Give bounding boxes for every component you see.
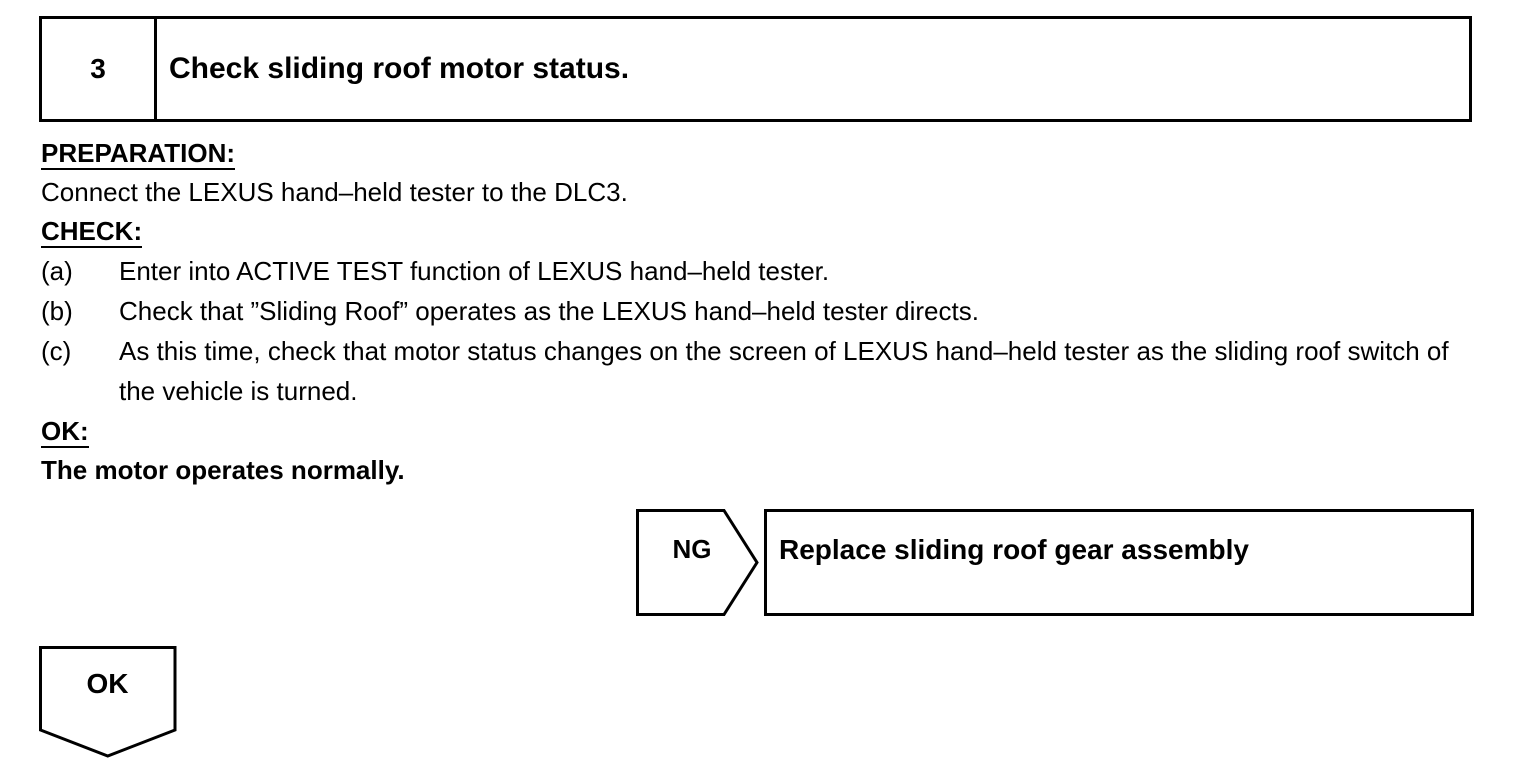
check-item-label: (a) xyxy=(41,256,73,286)
check-heading: CHECK: xyxy=(41,216,143,248)
preparation-text: Connect the LEXUS hand–held tester to th… xyxy=(41,177,628,207)
check-heading-text: CHECK: xyxy=(41,216,143,248)
ng-arrow-shape xyxy=(636,509,759,616)
check-item-text: Check that ”Sliding Roof” operates as th… xyxy=(119,296,979,326)
ok-flow-tag: OK xyxy=(39,646,179,758)
check-item-text: Enter into ACTIVE TEST function of LEXUS… xyxy=(119,256,830,286)
preparation-heading-text: PREPARATION: xyxy=(41,138,236,170)
ok-label: OK xyxy=(86,668,129,699)
ok-heading: OK: xyxy=(41,416,89,448)
check-item-label: (c) xyxy=(41,336,72,366)
ok-spec-text: The motor operates normally. xyxy=(41,455,405,485)
ng-label: NG xyxy=(672,533,712,564)
check-item-b: (b) Check that ”Sliding Roof” operates a… xyxy=(41,291,1481,331)
ok-heading-text: OK: xyxy=(41,416,89,448)
check-item-a: (a) Enter into ACTIVE TEST function of L… xyxy=(41,251,1481,291)
preparation-heading: PREPARATION: xyxy=(41,138,236,170)
step-header: 3 Check sliding roof motor status. xyxy=(39,16,1472,122)
step-number: 3 xyxy=(42,19,157,119)
step-title: Check sliding roof motor status. xyxy=(169,52,630,85)
ok-arrow-shape xyxy=(39,646,177,758)
check-item-text: As this time, check that motor status ch… xyxy=(119,336,1449,406)
ng-flow-tag: NG xyxy=(636,509,760,616)
ng-action-text: Replace sliding roof gear assembly xyxy=(779,534,1249,565)
check-item-c: (c) As this time, check that motor statu… xyxy=(41,331,1481,411)
ng-action-box: Replace sliding roof gear assembly xyxy=(764,509,1474,616)
check-item-label: (b) xyxy=(41,296,73,326)
